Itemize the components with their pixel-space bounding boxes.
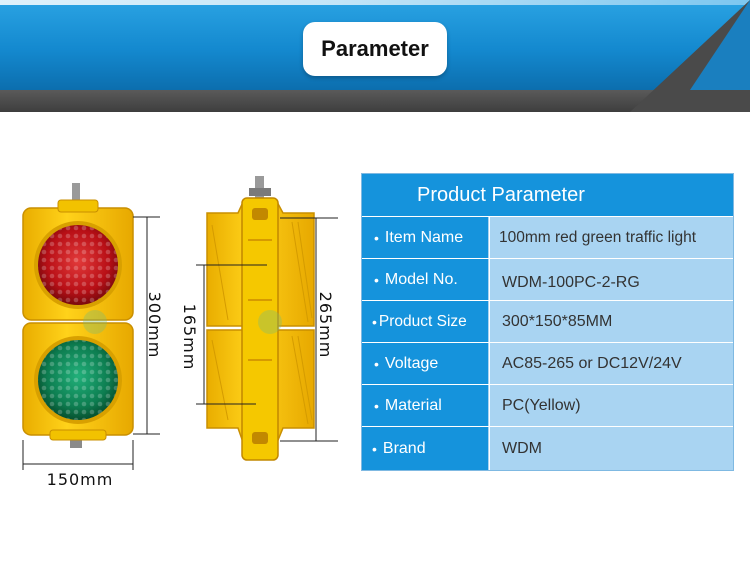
row-value: PC(Yellow): [489, 385, 733, 426]
row-value: WDM: [489, 427, 733, 470]
table-row: • Material PC(Yellow): [362, 384, 733, 426]
side-view: 165mm 265mm: [180, 176, 338, 461]
row-value: AC85-265 or DC12V/24V: [489, 343, 733, 384]
row-key-label: Voltage: [384, 354, 439, 372]
table-heading: Product Parameter: [362, 174, 733, 216]
outer-height-dimension-label: 265mm: [316, 292, 335, 359]
page-title: Parameter: [303, 22, 447, 76]
row-key-label: Material: [384, 396, 442, 414]
width-dimension-label: 150mm: [47, 470, 114, 489]
row-value: 100mm red green traffic light: [489, 217, 733, 258]
banner-gray-band: [0, 90, 750, 112]
bullet-icon: •: [372, 313, 377, 330]
height-dimension-label: 300mm: [145, 292, 164, 359]
row-key-label: Product Size: [378, 312, 467, 330]
row-key-label: Model No.: [384, 270, 458, 288]
table-row: • Item Name 100mm red green traffic light: [362, 216, 733, 258]
bullet-icon: •: [374, 229, 379, 246]
table-row: • Model No. WDM-100PC-2-RG: [362, 258, 733, 300]
row-key-label: Brand: [382, 439, 426, 457]
bullet-icon: •: [374, 397, 379, 414]
mounting-bracket: [241, 197, 279, 461]
bullet-icon: •: [374, 355, 379, 372]
header-banner: Parameter: [0, 0, 750, 112]
front-view: 300mm 150mm: [22, 183, 164, 489]
row-key-label: Item Name: [384, 228, 464, 246]
row-value: WDM-100PC-2-RG: [489, 259, 733, 300]
parameter-table: Product Parameter • Item Name 100mm red g…: [361, 173, 734, 471]
table-row: • Voltage AC85-265 or DC12V/24V: [362, 342, 733, 384]
bullet-icon: •: [374, 271, 379, 288]
row-key: • Item Name: [362, 217, 488, 258]
table-row: •Product Size 300*150*85MM: [362, 300, 733, 342]
top-bolt-icon: [72, 183, 80, 203]
row-key: • Voltage: [362, 343, 488, 384]
banner-highlight: [0, 0, 750, 5]
table-row: • Brand WDM: [362, 426, 733, 470]
side-top-bolt-icon: [255, 176, 264, 198]
row-key: • Model No.: [362, 259, 488, 300]
row-key: • Material: [362, 385, 488, 426]
row-key: •Product Size: [362, 301, 488, 342]
bullet-icon: •: [372, 440, 377, 457]
row-key: • Brand: [362, 427, 488, 470]
banner-corner-accent: [690, 0, 750, 90]
inner-height-dimension-label: 165mm: [180, 304, 199, 371]
row-value: 300*150*85MM: [489, 301, 733, 342]
